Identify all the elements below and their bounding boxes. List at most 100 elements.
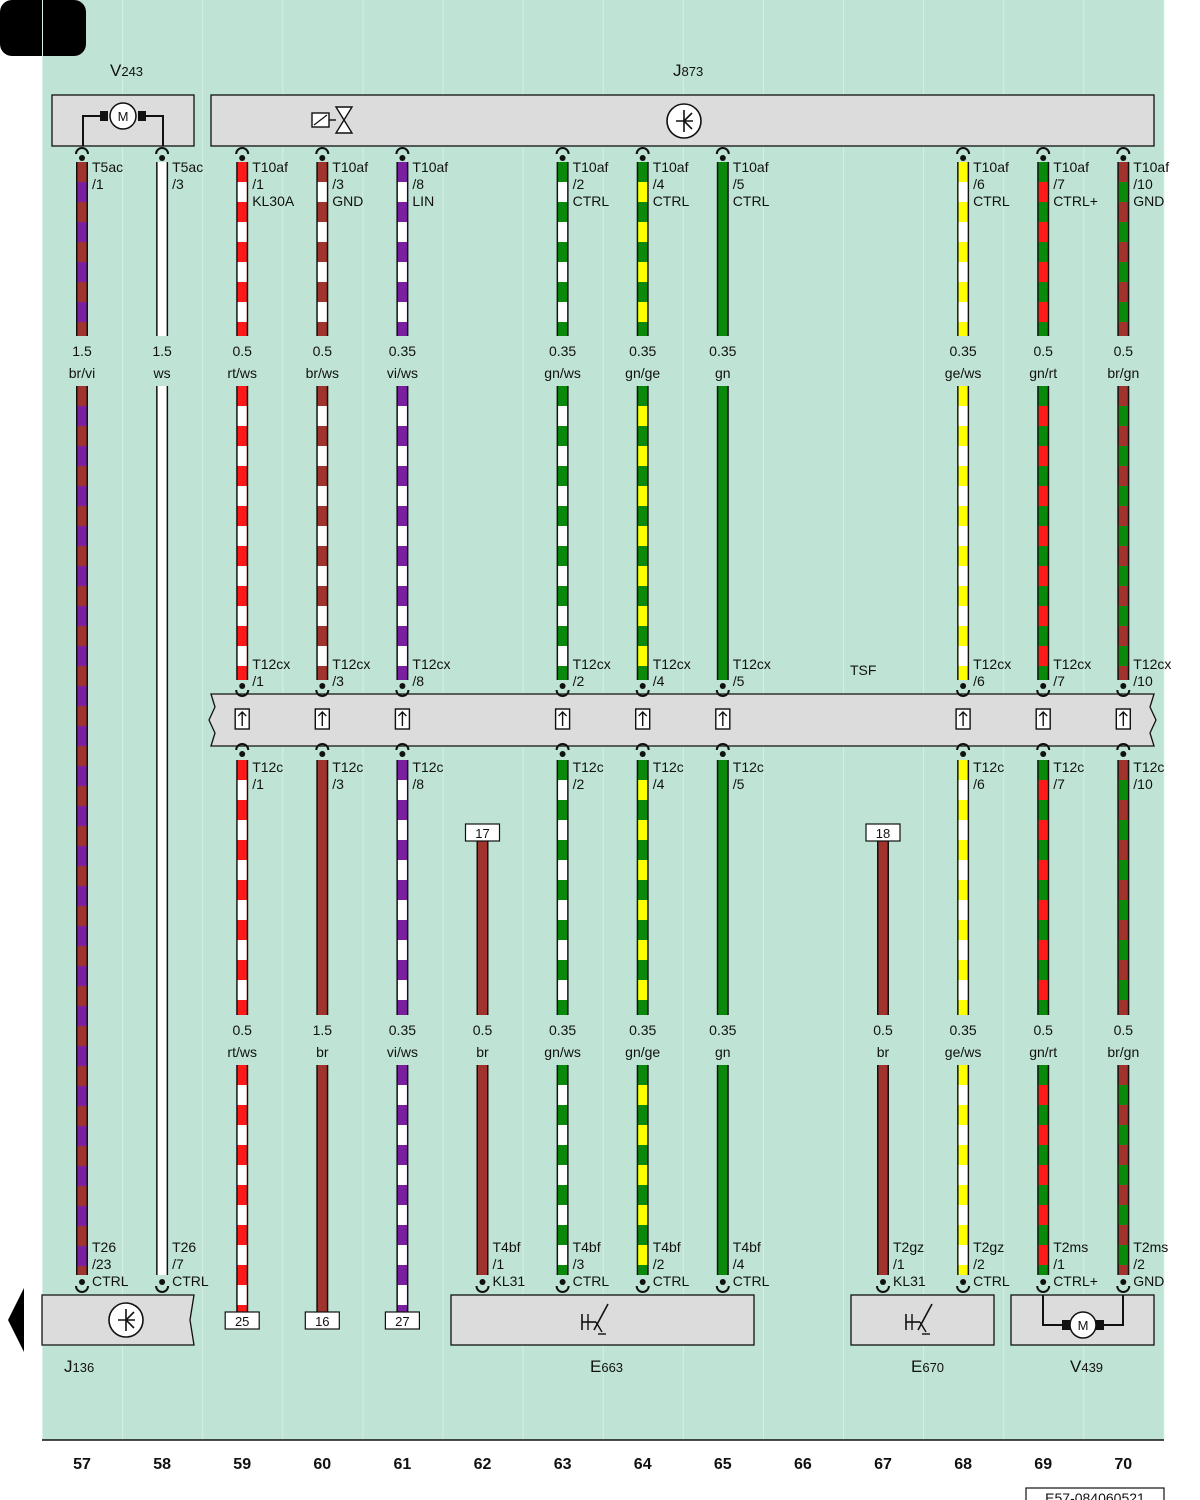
connector-label: T5ac bbox=[172, 159, 203, 175]
tsf-connector-bar[interactable] bbox=[208, 693, 1157, 747]
wire-59-top[interactable] bbox=[236, 162, 249, 336]
wire-67-bottom-a[interactable] bbox=[877, 841, 889, 1015]
connector-label: T12c bbox=[332, 759, 363, 775]
wire-color-code: gn/rt bbox=[1029, 1044, 1057, 1060]
connector-pin: /10 bbox=[1133, 776, 1153, 792]
wire-61-mid[interactable] bbox=[396, 386, 409, 680]
connector-pin-icon bbox=[956, 147, 971, 161]
connector-label: T10af bbox=[1133, 159, 1169, 175]
wire-63-bottom-a[interactable] bbox=[556, 760, 569, 1015]
wire-60-top[interactable] bbox=[316, 162, 329, 336]
bus-pin-icon bbox=[234, 708, 250, 730]
connector-function: CTRL bbox=[973, 1273, 1010, 1289]
page-ref: E57-084060521 bbox=[1045, 1490, 1145, 1500]
connector-label: T12cx bbox=[573, 656, 611, 672]
wire-size: 0.5 bbox=[1114, 343, 1134, 359]
wire-65-bottom-a[interactable] bbox=[716, 760, 729, 1015]
wire-64-bottom-b[interactable] bbox=[636, 1065, 649, 1275]
wire-size: 0.35 bbox=[949, 343, 976, 359]
wire-70-top[interactable] bbox=[1117, 162, 1130, 336]
wire-61-bottom-b[interactable] bbox=[396, 1065, 409, 1312]
wire-59-mid[interactable] bbox=[236, 386, 249, 680]
wire-color-code: br/ws bbox=[306, 365, 339, 381]
connector-pin-icon bbox=[75, 1279, 89, 1293]
wire-size: 0.35 bbox=[389, 1022, 416, 1038]
connector-function: CTRL bbox=[573, 193, 610, 209]
connector-pin: /3 bbox=[332, 176, 344, 192]
wire-70-bottom-b[interactable] bbox=[1117, 1065, 1130, 1275]
connector-pin-icon bbox=[956, 743, 971, 757]
wire-63-top[interactable] bbox=[556, 162, 569, 336]
wire-57-lower[interactable] bbox=[76, 386, 88, 1275]
page-back-arrow[interactable] bbox=[8, 1288, 24, 1352]
wire-65-bottom-b[interactable] bbox=[716, 1065, 729, 1275]
wire-69-bottom-a[interactable] bbox=[1037, 760, 1050, 1015]
wire-65-top[interactable] bbox=[716, 162, 729, 336]
component-V439[interactable]: M bbox=[1010, 1294, 1155, 1346]
wire-60-bottom-b[interactable] bbox=[316, 1065, 329, 1312]
connector-function: CTRL bbox=[733, 1273, 770, 1289]
wire-63-mid[interactable] bbox=[556, 386, 569, 680]
wire-color-code: rt/ws bbox=[227, 1044, 257, 1060]
wire-color-code: br/gn bbox=[1107, 365, 1139, 381]
wire-58-upper[interactable] bbox=[156, 162, 169, 336]
connector-pin-icon bbox=[395, 683, 410, 697]
wire-59-bottom-a[interactable] bbox=[236, 760, 249, 1015]
wire-size: 0.35 bbox=[549, 343, 576, 359]
wire-65-mid[interactable] bbox=[716, 386, 729, 680]
bus-pin-icon bbox=[635, 708, 651, 730]
component-J873[interactable] bbox=[210, 94, 1155, 147]
wire-labels: 1.5br/viT5ac/1T26/23CTRL1.5wsT5ac/3T26/7… bbox=[69, 147, 1171, 1330]
component-J136[interactable] bbox=[41, 1294, 195, 1346]
motor-icon: M bbox=[82, 102, 164, 146]
wire-62-bottom-b[interactable] bbox=[476, 1065, 489, 1275]
wire-70-bottom-a[interactable] bbox=[1117, 760, 1130, 1015]
connector-label: T4bf bbox=[733, 1239, 761, 1255]
wire-64-top[interactable] bbox=[636, 162, 649, 336]
connector-pin-icon bbox=[635, 147, 650, 161]
wire-63-bottom-b[interactable] bbox=[556, 1065, 569, 1275]
wire-60-bottom-a[interactable] bbox=[316, 760, 329, 1015]
connector-pin: /1 bbox=[252, 776, 264, 792]
connector-pin-icon bbox=[555, 1279, 570, 1293]
wire-61-top[interactable] bbox=[396, 162, 409, 336]
wire-57-upper[interactable] bbox=[76, 162, 88, 336]
connector-pin-icon bbox=[395, 147, 410, 161]
wire-69-bottom-b[interactable] bbox=[1037, 1065, 1050, 1275]
wire-61-bottom-a[interactable] bbox=[396, 760, 409, 1015]
wire-color-code: vi/ws bbox=[387, 365, 418, 381]
wire-62-bottom-a[interactable] bbox=[476, 841, 489, 1015]
wire-size: 0.5 bbox=[232, 1022, 252, 1038]
wire-size: 0.35 bbox=[949, 1022, 976, 1038]
connector-pin: /1 bbox=[893, 1256, 905, 1272]
wire-68-bottom-a[interactable] bbox=[957, 760, 970, 1015]
wire-64-mid[interactable] bbox=[636, 386, 649, 680]
wire-68-top[interactable] bbox=[957, 162, 970, 336]
wire-58-lower[interactable] bbox=[156, 386, 169, 1275]
connector-pin-icon bbox=[1036, 743, 1051, 757]
wire-70-mid[interactable] bbox=[1117, 386, 1130, 680]
connector-pin: /3 bbox=[172, 176, 184, 192]
connector-pin-icon bbox=[475, 1279, 490, 1293]
component-V243[interactable]: M bbox=[51, 94, 195, 147]
connector-function: KL31 bbox=[893, 1273, 926, 1289]
connector-label: T2ms bbox=[1133, 1239, 1168, 1255]
connector-label: T12cx bbox=[332, 656, 370, 672]
wire-color-code: br/vi bbox=[69, 365, 95, 381]
wire-67-bottom-b[interactable] bbox=[877, 1065, 889, 1275]
svg-text:M: M bbox=[118, 109, 129, 124]
wire-59-bottom-b[interactable] bbox=[236, 1065, 249, 1312]
wire-64-bottom-a[interactable] bbox=[636, 760, 649, 1015]
wire-69-mid[interactable] bbox=[1037, 386, 1050, 680]
component-E670[interactable] bbox=[850, 1294, 995, 1346]
connector-label: T12cx bbox=[653, 656, 691, 672]
wire-60-mid[interactable] bbox=[316, 386, 329, 680]
bus-pin-icon bbox=[314, 708, 330, 730]
wire-color-code: br/gn bbox=[1107, 1044, 1139, 1060]
wire-68-mid[interactable] bbox=[957, 386, 970, 680]
connector-pin-icon bbox=[1116, 743, 1131, 757]
wire-size: 0.5 bbox=[1114, 1022, 1134, 1038]
wire-69-top[interactable] bbox=[1037, 162, 1050, 336]
wire-68-bottom-b[interactable] bbox=[957, 1065, 970, 1275]
component-E663[interactable] bbox=[450, 1294, 755, 1346]
